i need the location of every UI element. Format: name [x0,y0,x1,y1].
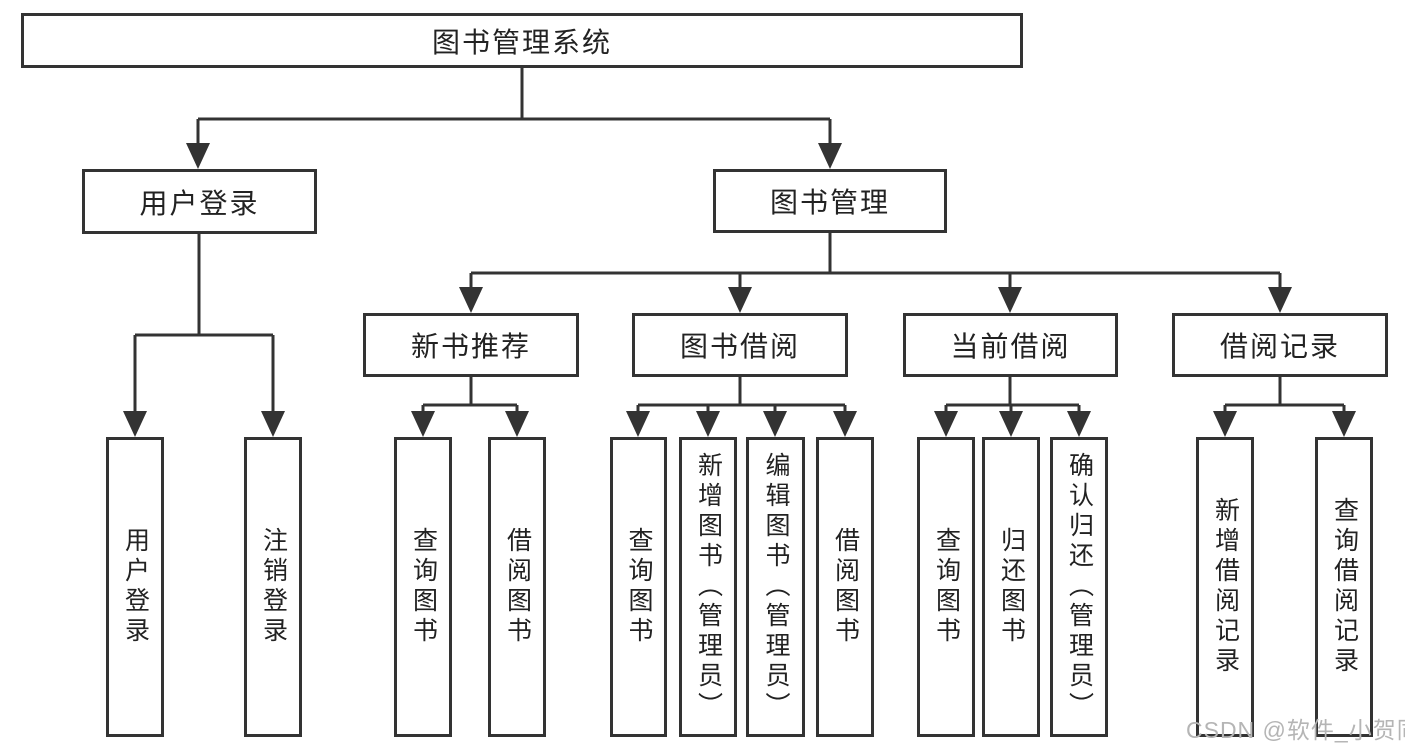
leaf-return-book: 归还图书 [982,437,1040,737]
node-label: 图书管理 [769,187,890,218]
leaf-logout: 注销登录 [244,437,302,737]
node-book-management: 图书管理 [713,169,947,233]
leaf-confirm-return-admin: 确认归还（管理员） [1050,437,1108,737]
node-book-borrow: 图书借阅 [632,313,848,377]
arrow-down-icon [626,411,650,437]
node-label: 新书推荐 [410,331,531,362]
arrow-down-icon [1213,411,1237,437]
leaf-label: 归还图书 [997,527,1026,647]
leaf-label: 查询借阅记录 [1330,497,1359,677]
arrow-down-icon [505,411,529,437]
leaf-borrow-book-1: 借阅图书 [488,437,546,737]
csdn-watermark: CSDN @软件_小贺同学 [1186,717,1405,743]
arrow-down-icon [123,411,147,437]
arrow-down-icon [1268,287,1292,313]
leaf-label: 编辑图书（管理员） [762,452,790,722]
arrow-down-icon [261,411,285,437]
arrow-down-icon [1332,411,1356,437]
leaf-label: 借阅图书 [503,527,532,647]
leaf-query-borrow-record: 查询借阅记录 [1315,437,1373,737]
leaf-label: 确认归还（管理员） [1065,452,1094,722]
arrow-down-icon [999,411,1023,437]
leaf-label: 借阅图书 [831,527,860,647]
arrow-down-icon [1067,411,1091,437]
leaf-user-login: 用户登录 [106,437,164,737]
node-borrow-records: 借阅记录 [1172,313,1388,377]
leaf-query-book-2: 查询图书 [610,437,667,737]
node-label: 借阅记录 [1219,331,1340,362]
leaf-label: 查询图书 [932,527,961,647]
leaf-edit-book-admin: 编辑图书（管理员） [746,437,805,737]
node-label: 当前借阅 [950,331,1071,362]
leaf-query-book-3: 查询图书 [917,437,975,737]
arrow-down-icon [998,287,1022,313]
node-root-system: 图书管理系统 [21,13,1023,68]
arrow-down-icon [186,143,210,169]
leaf-label: 查询图书 [625,527,653,647]
node-label: 图书借阅 [679,331,800,362]
arrow-down-icon [934,411,958,437]
leaf-borrow-book-2: 借阅图书 [816,437,874,737]
arrow-down-icon [459,287,483,313]
node-user-login: 用户登录 [82,169,317,234]
arrow-down-icon [728,287,752,313]
leaf-add-borrow-record: 新增借阅记录 [1196,437,1254,737]
node-label: 用户登录 [139,187,260,219]
leaf-query-book-1: 查询图书 [394,437,452,737]
leaf-label: 注销登录 [259,527,288,647]
node-new-book-recommend: 新书推荐 [363,313,579,377]
arrow-down-icon [696,411,720,437]
node-current-borrow: 当前借阅 [903,313,1118,377]
leaf-label: 新增图书（管理员） [694,452,723,722]
leaf-label: 新增借阅记录 [1211,497,1240,677]
arrowheads [123,143,1356,437]
leaf-label: 用户登录 [121,527,150,647]
node-label: 图书管理系统 [431,26,612,58]
arrow-down-icon [411,411,435,437]
edge-lines [133,68,1346,414]
leaf-label: 查询图书 [409,527,438,647]
arrow-down-icon [818,143,842,169]
arrow-down-icon [763,411,787,437]
leaf-add-book-admin: 新增图书（管理员） [679,437,737,737]
arrow-down-icon [833,411,857,437]
